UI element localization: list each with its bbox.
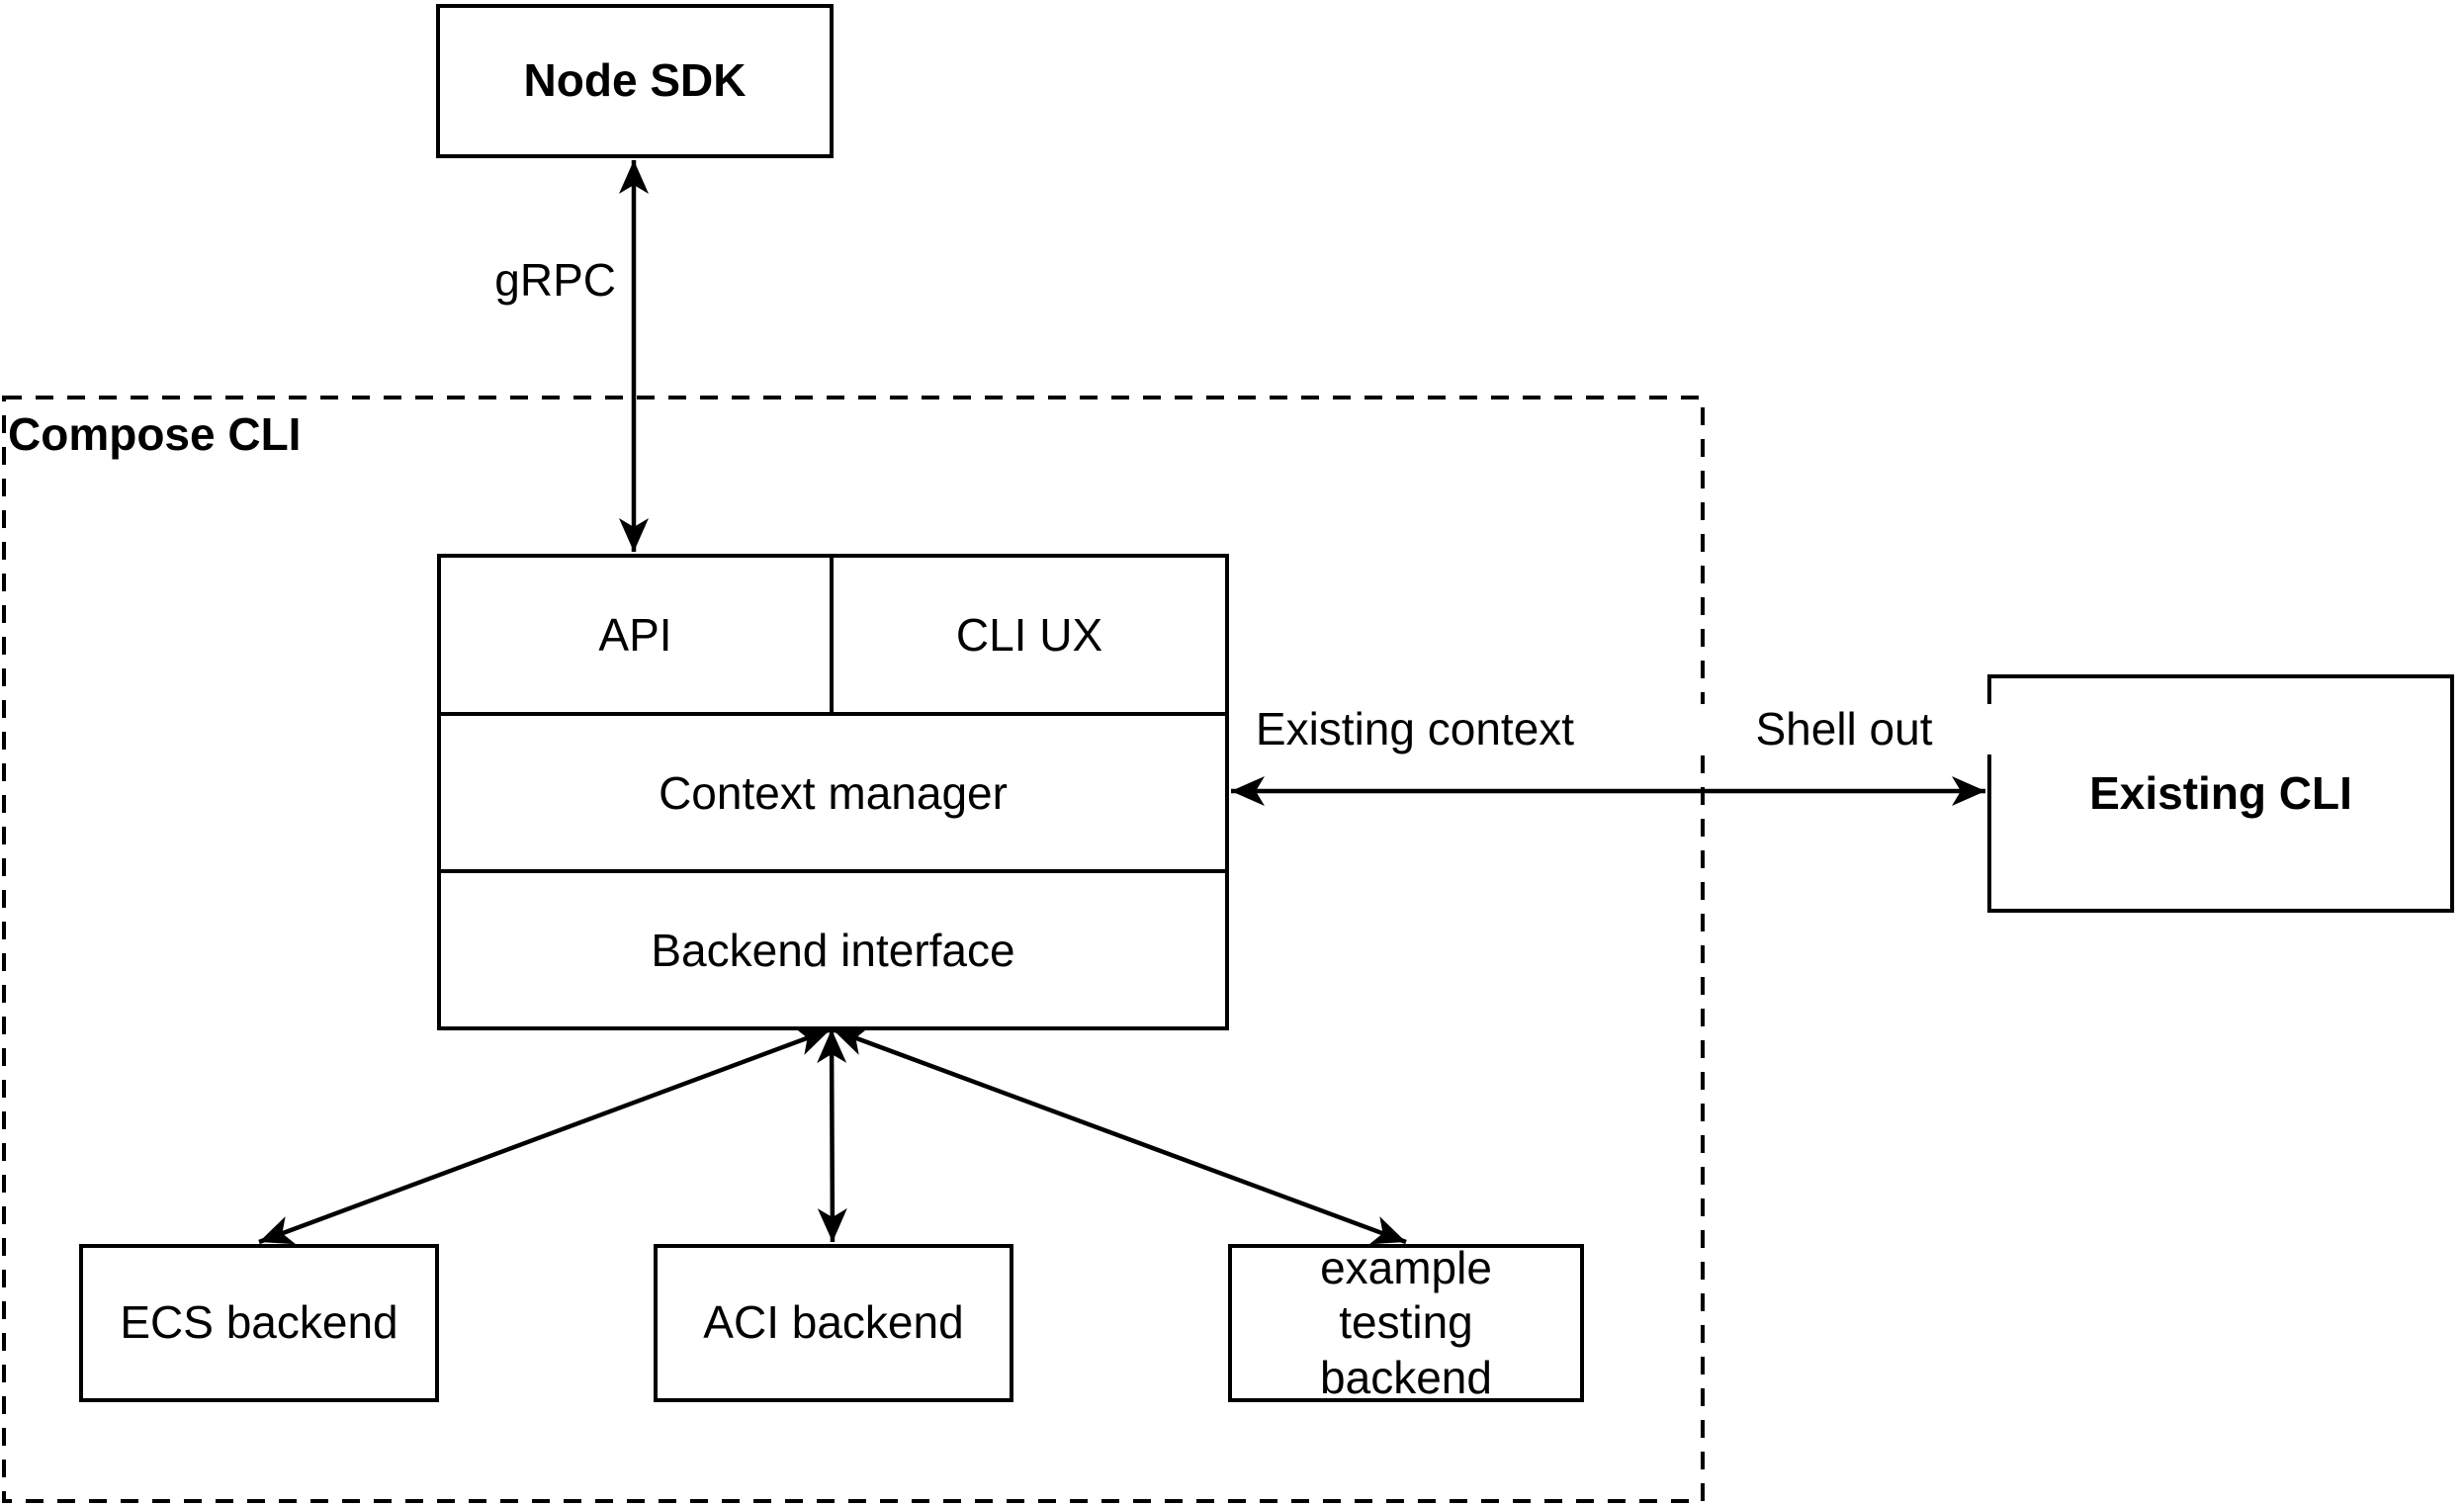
- compose-cli-boundary: [2, 396, 1705, 1503]
- existing-context-edge-label: Existing context: [1241, 704, 1589, 754]
- context-manager-label: Context manager: [659, 766, 1008, 819]
- shell-out-edge-label: Shell out: [1697, 704, 1991, 754]
- stack-top-row: API CLI UX: [441, 558, 1225, 712]
- existing-cli-box: Existing CLI: [1987, 674, 2454, 913]
- backend-interface-box: Backend interface: [441, 869, 1225, 1026]
- compose-cli-stack: API CLI UX Context manager Backend inter…: [437, 554, 1229, 1030]
- aci-connector: [817, 1028, 847, 1243]
- aci-backend-box: ACI backend: [654, 1244, 1013, 1402]
- example-testing-backend-label: example testing backend: [1320, 1242, 1492, 1403]
- backend-interface-label: Backend interface: [651, 924, 1015, 976]
- context-manager-box: Context manager: [441, 712, 1225, 869]
- existing-cli-label: Existing CLI: [2089, 766, 2352, 819]
- grpc-edge-label: gRPC: [415, 255, 616, 306]
- example-testing-backend-box: example testing backend: [1228, 1242, 1584, 1403]
- ecs-backend-box: ECS backend: [79, 1244, 439, 1402]
- node-sdk-label: Node SDK: [523, 54, 747, 107]
- compose-cli-group-label: Compose CLI: [8, 408, 302, 460]
- api-label: API: [598, 609, 672, 661]
- example-backend-connector: [832, 1026, 1407, 1245]
- cli-ux-box: CLI UX: [834, 558, 1225, 712]
- cli-ux-label: CLI UX: [955, 609, 1103, 661]
- api-box: API: [441, 558, 834, 712]
- node-sdk-box: Node SDK: [436, 4, 834, 158]
- aci-backend-label: ACI backend: [703, 1296, 964, 1349]
- ecs-connector: [258, 1026, 832, 1245]
- ecs-backend-label: ECS backend: [120, 1296, 398, 1349]
